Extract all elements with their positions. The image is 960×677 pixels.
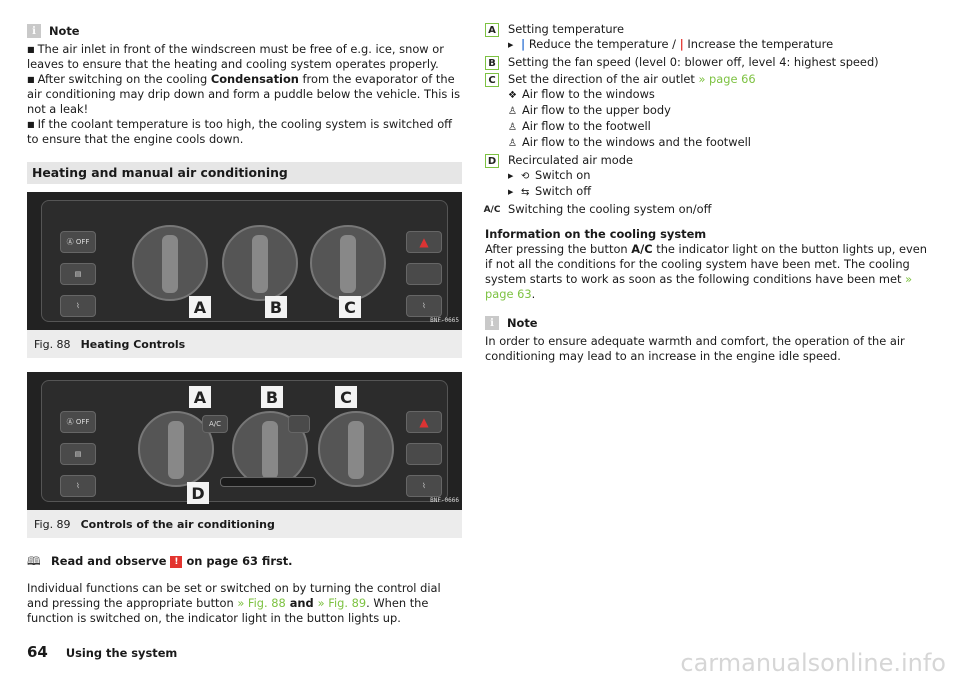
- fan-dial: [232, 411, 308, 487]
- blue-indicator-icon: |: [521, 37, 526, 51]
- seat-heat-left-button: ⌇: [60, 475, 96, 497]
- note2-title: Note: [507, 315, 538, 330]
- note-bullet-2: ■After switching on the cooling Condensa…: [27, 72, 461, 116]
- cooling-info: Information on the cooling system After …: [485, 227, 927, 301]
- windows-footwell-airflow-icon: ♙: [508, 138, 517, 149]
- figure-number: Fig. 88: [34, 337, 71, 351]
- rear-window-heat-button: ▤: [60, 443, 96, 465]
- callout-a: A: [189, 296, 211, 318]
- figure-caption: Fig. 88 Heating Controls: [27, 330, 462, 358]
- page-number: 64: [27, 643, 48, 661]
- blank-button: [406, 263, 442, 285]
- seat-heat-left-button: ⌇: [60, 295, 96, 317]
- air-direction-dial: [310, 225, 386, 301]
- watermark: carmanualsonline.info: [680, 649, 946, 677]
- fan-dial: [222, 225, 298, 301]
- note-bullet-3: ■If the coolant temperature is too high,…: [27, 117, 453, 146]
- info-icon: i: [27, 24, 41, 38]
- figure-caption: Fig. 89 Controls of the air conditioning: [27, 510, 462, 538]
- callout-a: A: [189, 386, 211, 408]
- section-heading: Heating and manual air conditioning: [27, 162, 462, 184]
- rear-window-heat-button: ▤: [60, 263, 96, 285]
- figure-title: Controls of the air conditioning: [80, 517, 275, 531]
- badge-a: A: [485, 23, 499, 37]
- callout-c: C: [339, 296, 361, 318]
- figure-89: Ⓐ OFF ▤ ⌇ A/C ▲ ⌇ A B C D BNF-0666 Fig. …: [27, 372, 462, 538]
- blank-button: [406, 443, 442, 465]
- temperature-dial: [138, 411, 214, 487]
- fig-88-link[interactable]: » Fig. 88: [237, 596, 286, 610]
- hazard-button: ▲: [406, 411, 442, 433]
- footwell-airflow-icon: ♙: [508, 122, 517, 133]
- fig-89-link[interactable]: » Fig. 89: [317, 596, 367, 610]
- figure-88: Ⓐ OFF ▤ ⌇ ▲ ⌇ A B C BNF-0665 Fig. 88 Hea…: [27, 192, 462, 358]
- note2-text: In order to ensure adequate warmth and c…: [485, 334, 905, 363]
- figure-title: Heating Controls: [80, 337, 186, 351]
- ac-controls-image: Ⓐ OFF ▤ ⌇ A/C ▲ ⌇ A B C D BNF-0666: [27, 372, 462, 510]
- page-section: Using the system: [65, 646, 178, 660]
- callout-b: B: [265, 296, 287, 318]
- ac-icon-inline: A/C: [631, 242, 653, 256]
- off-button: Ⓐ OFF: [60, 231, 96, 253]
- off-button: Ⓐ OFF: [60, 411, 96, 433]
- key-d: D Recirculated air mode ▶ ⟲Switch on ▶ ⇆…: [485, 153, 935, 200]
- info-icon: i: [485, 316, 499, 330]
- right-column: A Setting temperature ▶ | Reduce the tem…: [483, 22, 935, 364]
- seat-heat-right-button: ⌇: [406, 295, 442, 317]
- callout-b: B: [261, 386, 283, 408]
- red-indicator-icon: |: [679, 37, 684, 51]
- temperature-dial: [132, 225, 208, 301]
- key-a: A Setting temperature ▶ | Reduce the tem…: [485, 22, 935, 53]
- badge-d: D: [485, 154, 499, 168]
- figure-number: Fig. 89: [34, 517, 71, 531]
- recirculation-off-icon: ⇆: [521, 187, 530, 198]
- callout-d: D: [187, 482, 209, 504]
- recirculation-slider: [220, 477, 316, 487]
- control-panel: Ⓐ OFF ▤ ⌇ A/C ▲ ⌇: [41, 380, 448, 502]
- key-c: C Set the direction of the air outlet » …: [485, 72, 935, 151]
- note-header: i Note: [27, 20, 462, 42]
- warning-icon: !: [170, 555, 183, 568]
- figure-code: BNF-0665: [430, 317, 459, 324]
- upper-body-airflow-icon: ♙: [508, 106, 517, 117]
- windscreen-airflow-icon: ❖: [508, 90, 517, 101]
- figure-code: BNF-0666: [430, 497, 459, 504]
- ac-button: A/C: [202, 415, 228, 433]
- left-column: i Note ■The air inlet in front of the wi…: [27, 0, 462, 626]
- ac-icon: A/C: [483, 204, 501, 215]
- control-panel: Ⓐ OFF ▤ ⌇ ▲ ⌇: [41, 200, 448, 322]
- recirculation-on-icon: ⟲: [521, 171, 530, 182]
- badge-c: C: [485, 73, 499, 87]
- small-button: [288, 415, 310, 433]
- seat-heat-right-button: ⌇: [406, 475, 442, 497]
- heating-controls-image: Ⓐ OFF ▤ ⌇ ▲ ⌇ A B C BNF-0665: [27, 192, 462, 330]
- key-b: B Setting the fan speed (level 0: blower…: [485, 55, 935, 70]
- note2-header: i Note: [485, 312, 935, 334]
- note-title: Note: [49, 23, 80, 38]
- page-footer: 64 Using the system: [27, 645, 177, 661]
- key-ac: A/C Switching the cooling system on/off: [483, 202, 712, 216]
- page-66-link[interactable]: » page 66: [698, 72, 756, 86]
- page-63-link[interactable]: » page 63: [485, 272, 913, 301]
- air-direction-dial: [318, 411, 394, 487]
- callout-c: C: [335, 386, 357, 408]
- read-observe: 🕮 Read and observe ! on page 63 first.: [27, 554, 293, 568]
- hazard-button: ▲: [406, 231, 442, 253]
- note-bullet-1: ■The air inlet in front of the windscree…: [27, 42, 444, 71]
- badge-b: B: [485, 56, 499, 70]
- body-paragraph: Individual functions can be set or switc…: [27, 581, 441, 625]
- book-icon: 🕮: [27, 554, 41, 568]
